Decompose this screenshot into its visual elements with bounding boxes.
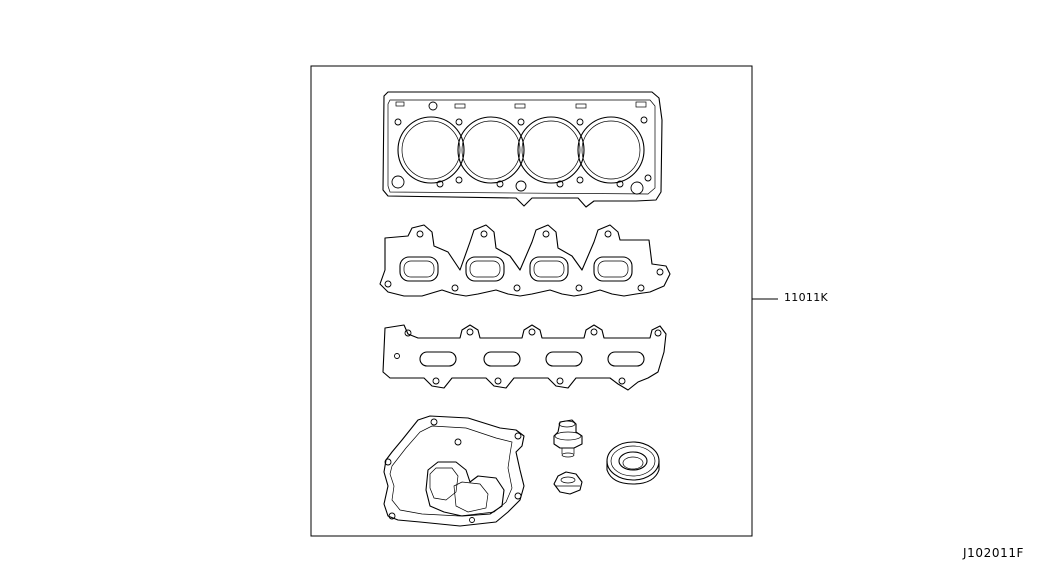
part-number-callout: 11011K [784,291,829,304]
intake-manifold-gasket [382,324,667,391]
exhaust-manifold-gasket [379,224,671,297]
front-cover-gasket [383,415,525,527]
crankshaft-oil-seal [606,441,660,485]
kit-frame [310,65,753,537]
diagram-reference-code: J102011F [963,546,1025,560]
cylinder-head-gasket [382,91,663,208]
drain-plug-seal [553,471,583,495]
valve-stem-seal [553,419,583,458]
